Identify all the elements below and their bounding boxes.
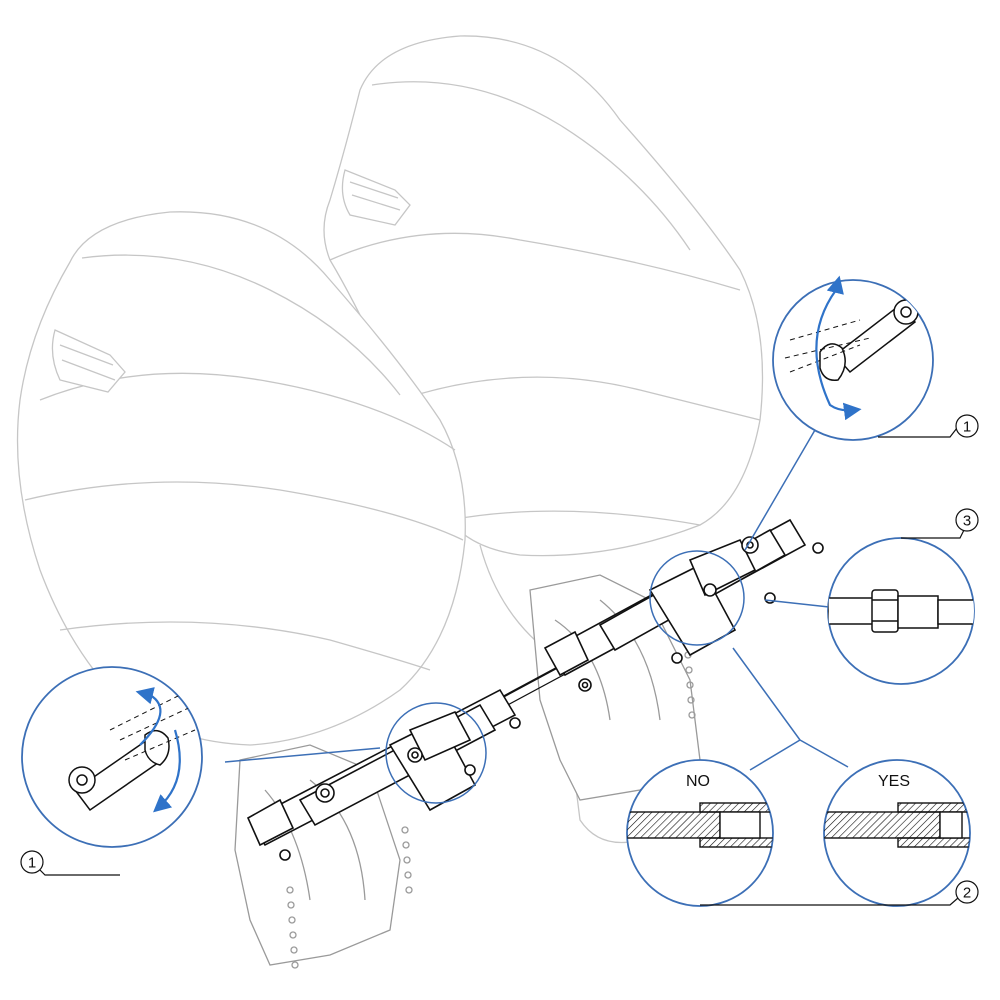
callout-2: 2 [700, 880, 979, 906]
detail-view-2-yes: YES [823, 759, 971, 907]
rotation-arrow-left-icon [135, 687, 162, 746]
steering-cylinder-front [246, 688, 521, 861]
callout-number: 1 [28, 855, 36, 872]
detail-view-1-left [21, 666, 203, 848]
detail-view-3-fitting [827, 537, 975, 685]
callout-1-top: 1 [878, 414, 979, 438]
focus-circle-front [385, 702, 487, 804]
leader-lines-blue [224, 417, 849, 771]
focus-circle-rear [649, 550, 745, 646]
callout-number: 1 [963, 419, 971, 436]
outboard-engine-front [16, 211, 466, 746]
rotation-arrow-icon [815, 289, 862, 421]
detail-view-2-no: NO [626, 759, 774, 907]
steering-cylinder-rear [543, 518, 824, 692]
callout-3: 3 [901, 508, 979, 539]
engine-rear-vent [341, 169, 411, 226]
no-label: NO [686, 773, 710, 790]
callout-1-left: 1 [20, 850, 120, 876]
steering-assembly [246, 518, 824, 861]
detail-view-1-top [772, 275, 934, 441]
yes-label: YES [878, 773, 910, 790]
bracket-front-holes [286, 826, 413, 969]
callout-number: 2 [963, 885, 971, 902]
callout-number: 3 [963, 513, 971, 530]
